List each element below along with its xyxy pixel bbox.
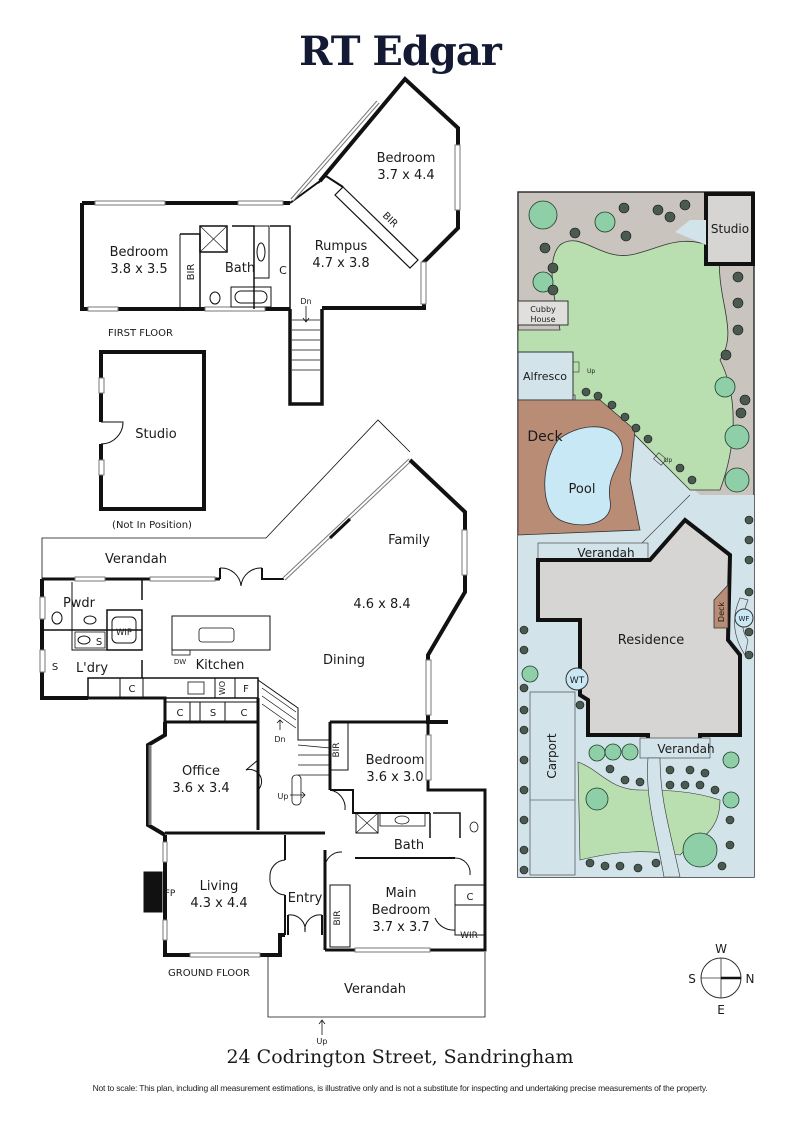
gf-office-name: Office [182,764,220,779]
ff-bir1-label: BIR [186,264,197,281]
gf-laundry-name: L'dry [76,661,108,676]
gf-kitchen-name: Kitchen [196,658,245,673]
gf-dw-label: DW [174,658,186,666]
property-address: 24 Codrington Street, Sandringham [226,1046,574,1068]
gf-wip-label: WIP [116,628,132,638]
gf-living-name: Living [200,879,239,894]
site-deck-label: Deck [527,429,563,445]
gf-living-dims: 4.3 x 4.4 [190,896,247,911]
gf-s-laundry-label: S [52,662,58,673]
gf-c2-label: C [241,708,248,719]
gf-main-bedroom-name-2: Bedroom [372,903,431,918]
gf-front-up-label: Up [317,1037,328,1046]
ff-rumpus-name: Rumpus [315,239,368,254]
site-deck-side-label: Deck [717,602,726,622]
ff-stairs-down-label: Dn [300,297,311,306]
gf-s-pantry-label: S [210,708,216,719]
gf-bath-name: Bath [394,838,424,853]
ff-bedroom2-name: Bedroom [377,151,436,166]
studio-name: Studio [135,427,176,442]
gf-main-bedroom-dims: 3.7 x 3.7 [372,920,429,935]
first-floor-plan [80,76,461,406]
brand-logo: RT Edgar [299,28,502,75]
gf-c-main-label: C [467,892,474,903]
site-wt-label: WT [570,676,585,686]
gf-c1-label: C [177,708,184,719]
first-floor-label: FIRST FLOOR [108,328,173,339]
ground-floor-plan [39,419,487,1035]
compass-icon [700,957,742,999]
gf-entry-name: Entry [288,891,323,906]
ff-rumpus-dims: 4.7 x 3.8 [312,256,369,271]
gf-dining-name: Dining [323,653,365,668]
ff-bedroom1-name: Bedroom [110,245,169,260]
ground-floor-label: GROUND FLOOR [168,968,250,979]
compass-n: N [746,972,755,986]
site-verandah-front-label: Verandah [657,742,714,756]
gf-fp-label: FP [165,889,176,899]
gf-bir-bed-label: BIR [332,742,342,757]
gf-verandah-front: Verandah [344,982,406,997]
site-pool-up-label: Up [664,457,672,464]
gf-bedroom-name: Bedroom [366,753,425,768]
site-verandah-rear-label: Verandah [577,546,634,560]
gf-wo-label: WO [218,681,227,695]
ff-bedroom1-dims: 3.8 x 3.5 [110,262,167,277]
studio-note: (Not In Position) [112,520,192,531]
gf-main-bedroom-name-1: Main [385,886,416,901]
site-residence-label: Residence [618,633,684,648]
gf-s-pwdr-label: S [96,637,102,648]
studio-outline [98,350,206,511]
ff-bedroom2-dims: 3.7 x 4.4 [377,168,434,183]
gf-verandah-rear: Verandah [105,552,167,567]
compass-s: S [688,972,696,986]
gf-c-laundry-label: C [129,684,136,695]
gf-bir-main-label: BIR [333,910,343,925]
site-pool-label: Pool [569,482,596,497]
gf-stairs-dn-label: Dn [274,735,285,744]
disclaimer-text: Not to scale: This plan, including all m… [92,1083,708,1093]
gf-family-name: Family [388,533,430,548]
gf-wir-label: WIR [460,931,478,941]
site-alfresco-label: Alfresco [523,370,567,383]
gf-office-dims: 3.6 x 3.4 [172,781,229,796]
gf-bedroom-dims: 3.6 x 3.0 [366,770,423,785]
site-wf-label: WF [739,615,750,623]
compass-e: E [717,1003,725,1017]
site-studio-label: Studio [711,222,749,236]
gf-stairs-up-label: Up [278,792,289,801]
site-plan [517,191,755,878]
gf-f-label: F [243,684,249,695]
gf-family-dims: 4.6 x 8.4 [353,597,410,612]
ff-cupboard-label: C [279,264,287,277]
site-cubby-label-1: Cubby [530,305,556,314]
site-carport-label: Carport [545,733,559,779]
site-alfresco-up-label: Up [587,368,595,375]
gf-pwdr-name: Pwdr [63,596,96,611]
site-cubby-label-2: House [530,315,555,324]
compass-w: W [715,942,727,956]
ff-bir2-label: BIR [380,210,400,230]
ff-bath-name: Bath [225,261,255,276]
